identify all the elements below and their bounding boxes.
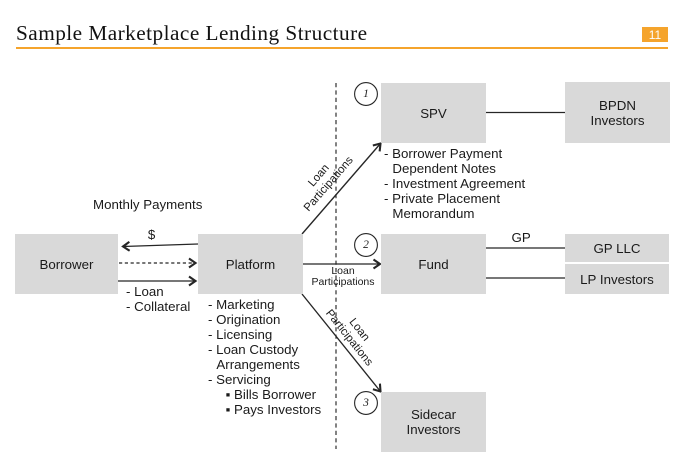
- step-number-3: 3: [363, 397, 369, 409]
- label-loan-collateral: - Loan - Collateral: [126, 283, 191, 314]
- list-line: Arrangements: [216, 356, 300, 372]
- node-spv: SPV: [381, 83, 486, 143]
- node-borrower: Borrower: [15, 234, 118, 294]
- list-line: ▪ Pays Investors: [225, 401, 322, 417]
- node-lp-investors-label: LP Investors: [580, 271, 654, 287]
- arrow-platform-to-borrower: [121, 240, 199, 252]
- step-number-1: 1: [363, 88, 369, 100]
- list-line: - Servicing: [208, 371, 271, 387]
- slide-title: Sample Marketplace Lending Structure: [16, 21, 368, 45]
- step-circle-2: [354, 233, 378, 257]
- list-line: - Borrower Payment: [384, 145, 503, 161]
- list-line: Memorandum: [392, 205, 475, 221]
- node-gp-llc-label: GP LLC: [593, 240, 641, 256]
- step-number-2: 2: [363, 239, 369, 251]
- node-borrower-label: Borrower: [39, 256, 94, 272]
- label-gp: GP: [511, 229, 531, 245]
- list-line: - Licensing: [208, 326, 273, 342]
- list-line: - Loan Custody: [208, 341, 299, 357]
- node-platform-label: Platform: [225, 256, 276, 272]
- step-circle-3: [354, 391, 378, 415]
- node-fund-label: Fund: [418, 256, 449, 272]
- node-bpdn-investors-label: BPDN Investors: [590, 97, 645, 128]
- list-line: - Marketing: [208, 296, 275, 312]
- list-line: - Origination: [208, 311, 281, 327]
- step-circle-1: [354, 82, 378, 106]
- arrow-platform-to-spv: [301, 142, 382, 235]
- node-bpdn-investors: BPDN Investors: [565, 82, 670, 143]
- node-sidecar-investors: Sidecar Investors: [381, 392, 486, 452]
- title-underline: [16, 46, 668, 50]
- node-spv-label: SPV: [420, 105, 447, 121]
- label-loan-participations-fund: Loan Participations: [311, 264, 375, 288]
- platform-functions-list: - Marketing- Origination- Licensing- Loa…: [208, 297, 321, 417]
- arrow-platform-to-sidecar: [301, 293, 382, 393]
- label-monthly-payments: Monthly Payments: [93, 197, 203, 212]
- list-line: - Investment Agreement: [384, 175, 526, 191]
- node-platform: Platform: [198, 234, 303, 294]
- node-lp-investors: LP Investors: [565, 264, 669, 294]
- list-line: - Private Placement: [384, 190, 501, 206]
- node-sidecar-investors-label: Sidecar Investors: [406, 407, 461, 437]
- list-line: Dependent Notes: [392, 160, 496, 176]
- page-number-badge: 11: [642, 27, 668, 42]
- label-dollar: $: [147, 226, 156, 242]
- node-fund: Fund: [381, 234, 486, 294]
- list-line: ▪ Bills Borrower: [225, 386, 317, 402]
- node-gp-llc: GP LLC: [565, 234, 669, 262]
- page-number: 11: [648, 27, 662, 42]
